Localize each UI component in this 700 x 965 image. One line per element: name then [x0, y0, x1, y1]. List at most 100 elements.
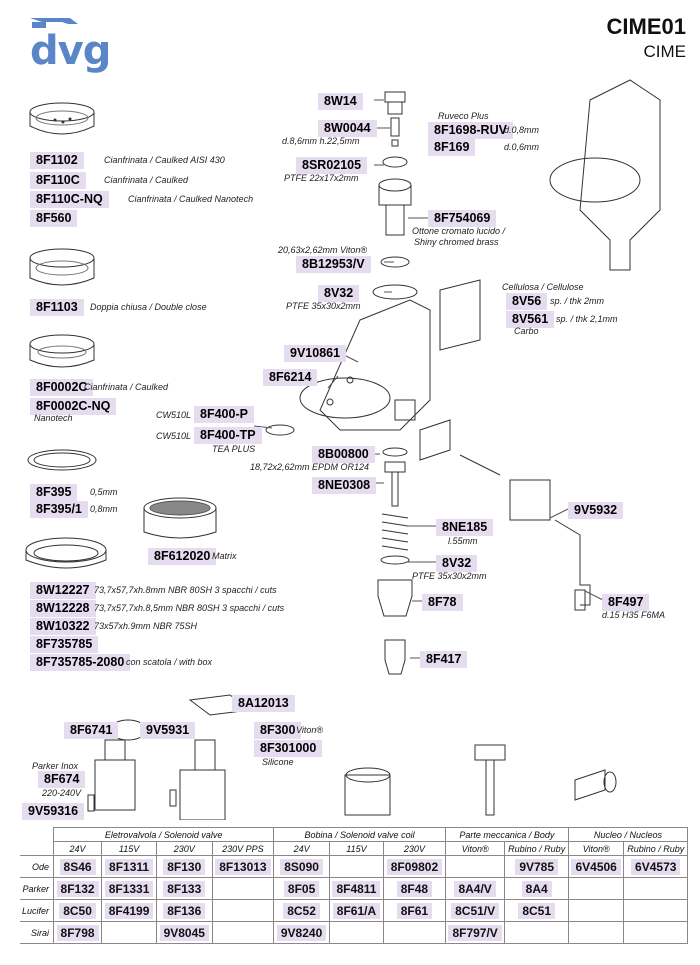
part-8F395-1[interactable]: 8F395/1 — [30, 501, 88, 518]
part-8B00800[interactable]: 8B00800 — [312, 446, 375, 463]
part-8A12013[interactable]: 8A12013 — [232, 695, 295, 712]
part-8B12953-V[interactable]: 8B12953/V — [296, 256, 371, 273]
logo-drop-icon — [30, 18, 78, 28]
part-8NE185[interactable]: 8NE185 — [436, 519, 494, 536]
part-9V5931[interactable]: 9V5931 — [140, 722, 196, 739]
part-code[interactable]: 8F1331 — [104, 880, 154, 897]
part-code[interactable]: 8S090 — [280, 858, 323, 875]
part-8F735785[interactable]: 8F735785 — [30, 636, 99, 653]
part-8F6214[interactable]: 8F6214 — [263, 369, 318, 386]
part-code[interactable]: 8C50 — [59, 902, 96, 919]
part-8F560[interactable]: 8F560 — [30, 210, 78, 227]
part-8F612020[interactable]: 8F612020 — [148, 548, 217, 565]
part-code[interactable]: 9V8240 — [276, 924, 327, 941]
part-8F6741[interactable]: 8F6741 — [64, 722, 119, 739]
subheader: 24V — [53, 841, 103, 856]
table-cell: 8C51/V — [444, 899, 506, 922]
part-code[interactable]: 6V4573 — [631, 858, 681, 875]
part-8V56[interactable]: 8V56 — [506, 293, 548, 310]
part-8F735785-2080[interactable]: 8F735785-2080 — [30, 654, 131, 671]
part-8F754069[interactable]: 8F754069 — [428, 210, 497, 227]
part-9V59316[interactable]: 9V59316 — [22, 803, 85, 820]
part-8F395[interactable]: 8F395 — [30, 484, 78, 501]
part-8V32-top[interactable]: 8V32 — [318, 285, 360, 302]
part-code[interactable]: 8F61/A — [332, 902, 381, 919]
table-cell: 8F136 — [155, 899, 213, 922]
part-code[interactable]: 8F133 — [163, 880, 206, 897]
part-code[interactable]: 8F09802 — [386, 858, 443, 875]
valve-cap-icon — [265, 424, 295, 436]
part-8F497[interactable]: 8F497 — [602, 594, 650, 611]
part-8F169[interactable]: 8F169 — [428, 139, 476, 156]
part-code[interactable]: 8F61 — [396, 902, 433, 919]
part-code[interactable]: 8F136 — [163, 902, 206, 919]
part-code[interactable]: 8F4811 — [332, 880, 381, 897]
desc-8F395-1: 0,8mm — [90, 504, 118, 514]
part-8W12228[interactable]: 8W12228 — [30, 600, 96, 617]
part-8F110C[interactable]: 8F110C — [30, 172, 86, 189]
part-code[interactable]: 8F05 — [283, 880, 320, 897]
ring-gasket-icon — [27, 449, 97, 471]
part-8F400-P[interactable]: 8F400-P — [194, 406, 254, 423]
part-code[interactable]: 6V4506 — [571, 858, 621, 875]
table-cell: 8C52 — [273, 899, 330, 922]
part-8F300[interactable]: 8F300 — [254, 722, 302, 739]
part-code[interactable]: 9V8045 — [159, 924, 209, 941]
part-8F78[interactable]: 8F78 — [422, 594, 463, 611]
desc-8W12227: 73,7x57,7xh.8mm NBR 80SH 3 spacchi / cut… — [94, 585, 277, 595]
logo-text: dvg — [30, 28, 111, 74]
part-code[interactable]: 8F48 — [396, 880, 433, 897]
table-cell — [623, 899, 688, 922]
part-9V5932[interactable]: 9V5932 — [568, 502, 624, 519]
part-8F674[interactable]: 8F674 — [38, 771, 86, 788]
part-code[interactable]: 8F797/V — [448, 924, 502, 941]
part-8F1103[interactable]: 8F1103 — [30, 299, 84, 316]
cw510l-label-2: CW510L — [156, 431, 192, 441]
part-code[interactable]: 8F130 — [163, 858, 206, 875]
part-8SR02105[interactable]: 8SR02105 — [296, 157, 368, 174]
part-8F400-TP[interactable]: 8F400-TP — [194, 427, 262, 444]
desc-8F0002C-NQ: Nanotech — [34, 413, 73, 423]
part-code[interactable]: 8F4199 — [104, 902, 154, 919]
part-8F1698-RUV[interactable]: 8F1698-RUV — [428, 122, 513, 139]
subheader: Viton® — [567, 841, 625, 856]
ptfe-gasket-2-icon — [372, 284, 418, 300]
part-code[interactable]: 8A4 — [521, 880, 552, 897]
subheader: Viton® — [444, 841, 506, 856]
ptfe-gasket-icon — [382, 156, 408, 168]
parker-inox-label: Parker Inox — [32, 761, 79, 771]
table-cell: 8S090 — [273, 855, 330, 878]
part-8F0002C[interactable]: 8F0002C — [30, 379, 94, 396]
solenoid-icon — [419, 419, 591, 611]
part-code[interactable]: 8A4/V — [454, 880, 496, 897]
part-9V10861[interactable]: 9V10861 — [284, 345, 347, 362]
part-8F110C-NQ[interactable]: 8F110C-NQ — [30, 191, 109, 208]
part-8V32-bottom[interactable]: 8V32 — [436, 555, 478, 572]
part-8W12227[interactable]: 8W12227 — [30, 582, 96, 599]
part-code[interactable]: 8S46 — [59, 858, 96, 875]
part-8W10322[interactable]: 8W10322 — [30, 618, 96, 635]
part-code[interactable]: 9V785 — [515, 858, 559, 875]
part-code[interactable]: 8F798 — [56, 924, 99, 941]
part-code[interactable]: 8C51/V — [451, 902, 500, 919]
part-8NE0308[interactable]: 8NE0308 — [312, 477, 377, 494]
table-cell — [567, 877, 625, 900]
desc-8F1103: Doppia chiusa / Double close — [90, 302, 207, 312]
part-code[interactable]: 8C51 — [518, 902, 556, 919]
part-code[interactable]: 8F13013 — [215, 858, 271, 875]
part-8F417[interactable]: 8F417 — [420, 651, 468, 668]
part-code[interactable]: 8F132 — [56, 880, 99, 897]
table-cell: 8F61 — [383, 899, 446, 922]
desc-8F1102: Cianfrinata / Caulked AISI 430 — [104, 155, 225, 165]
part-8V561[interactable]: 8V561 — [506, 311, 555, 328]
coil-icon — [344, 767, 391, 816]
part-code[interactable]: 8F1311 — [105, 858, 154, 875]
part-8W14[interactable]: 8W14 — [318, 93, 363, 110]
part-8F301000[interactable]: 8F301000 — [254, 740, 323, 757]
oring-icon — [380, 256, 410, 268]
part-8F0002C-NQ[interactable]: 8F0002C-NQ — [30, 398, 117, 415]
part-8F1102[interactable]: 8F1102 — [30, 152, 84, 169]
part-8W0044[interactable]: 8W0044 — [318, 120, 377, 137]
part-code[interactable]: 8C52 — [283, 902, 320, 919]
